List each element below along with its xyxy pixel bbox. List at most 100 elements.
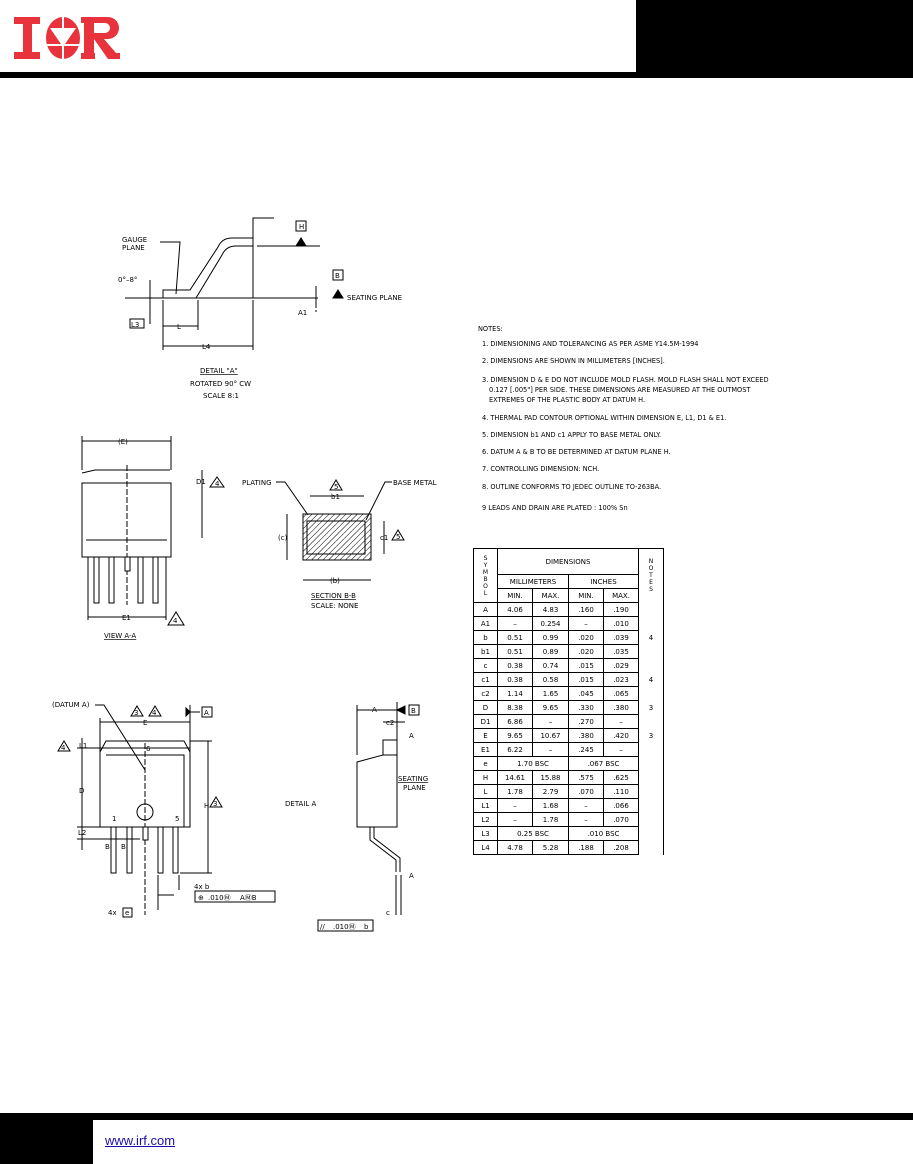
symbol-cell: L3 bbox=[473, 826, 498, 841]
max-header: MAX. bbox=[603, 588, 639, 603]
value-cell: – bbox=[497, 616, 533, 631]
note-item: 4. THERMAL PAD CONTOUR OPTIONAL WITHIN D… bbox=[482, 414, 727, 422]
pin-5-label: 5 bbox=[175, 815, 179, 823]
value-cell: .065 bbox=[603, 686, 639, 701]
top-view: (DATUM A) 3 4 4 3 A E L1 D L2 H 1 5 6 B … bbox=[52, 701, 276, 918]
section-bb-scale: SCALE: NONE bbox=[311, 602, 358, 610]
value-cell: 15.88 bbox=[532, 770, 569, 785]
value-cell: .010 bbox=[603, 616, 639, 631]
plating-label: PLATING bbox=[242, 479, 272, 487]
seating-label: SEATING bbox=[398, 775, 428, 783]
table-row: L2–1.78–.070 bbox=[473, 812, 664, 827]
symbol-cell: c bbox=[473, 658, 498, 673]
detail-a-rotated: ROTATED 90° CW bbox=[190, 380, 251, 388]
plane-label: PLANE bbox=[403, 784, 426, 792]
gauge-plane-label-2: PLANE bbox=[122, 244, 145, 252]
d-label: D bbox=[79, 787, 84, 795]
value-cell: .010 BSC bbox=[568, 826, 639, 841]
symbol-cell: L4 bbox=[473, 840, 498, 855]
note-4-marker: 4 bbox=[152, 709, 157, 717]
note-3-marker: 3 bbox=[134, 709, 138, 717]
view-aa-title: VIEW A-A bbox=[104, 632, 136, 640]
value-cell: .575 bbox=[568, 770, 604, 785]
note-item: 8. OUTLINE CONFORMS TO JEDEC OUTLINE TO-… bbox=[482, 483, 662, 491]
notes-cell bbox=[638, 812, 664, 827]
website-link[interactable]: www.irf.com bbox=[105, 1133, 176, 1148]
notes-header: N O T E S bbox=[638, 548, 664, 603]
dimensions-table: S Y M B O L DIMENSIONS N O T E S MILLIME… bbox=[473, 548, 664, 855]
table-row: A1–0.254–.010 bbox=[473, 616, 664, 631]
side-view: A B c2 A A DETAIL A SEATING PLANE c // .… bbox=[285, 702, 428, 932]
value-cell: 1.78 bbox=[532, 812, 569, 827]
l4-label: L4 bbox=[202, 343, 211, 351]
note-5-marker: 5 bbox=[334, 483, 338, 491]
note-item: 7. CONTROLLING DIMENSION: NCH. bbox=[482, 465, 600, 473]
view-aa: (E) D1 4 4 E1 VIEW A-A bbox=[81, 436, 225, 640]
value-cell: .066 bbox=[603, 798, 639, 813]
value-cell: .208 bbox=[603, 840, 639, 855]
datum-b-label: B bbox=[335, 272, 340, 280]
note-item: 5. DIMENSION b1 AND c1 APPLY TO BASE MET… bbox=[482, 431, 662, 439]
value-cell: 14.61 bbox=[497, 770, 533, 785]
value-cell: – bbox=[532, 742, 569, 757]
note-4-marker: 4 bbox=[61, 744, 66, 752]
value-cell: – bbox=[568, 798, 604, 813]
notes-cell bbox=[638, 798, 664, 813]
footer-rule bbox=[0, 1113, 913, 1120]
value-cell: 1.78 bbox=[497, 784, 533, 799]
header-rule bbox=[0, 72, 913, 78]
notes-cell bbox=[638, 756, 664, 771]
position-icon: ⊕ bbox=[198, 894, 204, 902]
section-a-label: A bbox=[409, 872, 414, 880]
e-box-label: e bbox=[125, 909, 129, 917]
gauge-plane-label-1: GAUGE bbox=[122, 236, 147, 244]
value-cell: .420 bbox=[603, 728, 639, 743]
value-cell: 0.38 bbox=[497, 672, 533, 687]
min-header: MIN. bbox=[568, 588, 604, 603]
notes-cell: 3 bbox=[638, 728, 664, 743]
value-cell: .015 bbox=[568, 658, 604, 673]
notes-cell: 4 bbox=[638, 672, 664, 687]
symbol-cell: L2 bbox=[473, 812, 498, 827]
symbol-header: S Y M B O L bbox=[473, 548, 498, 603]
note-item: 2. DIMENSIONS ARE SHOWN IN MILLIMETERS [… bbox=[482, 357, 665, 365]
base-metal-label: BASE METAL bbox=[393, 479, 437, 487]
note-item: 6. DATUM A & B TO BE DETERMINED AT DATUM… bbox=[482, 448, 671, 456]
note-item: 0.127 [.005"] PER SIDE. THESE DIMENSIONS… bbox=[489, 386, 751, 394]
value-cell: 1.65 bbox=[532, 686, 569, 701]
value-cell: – bbox=[497, 812, 533, 827]
value-cell: .380 bbox=[603, 700, 639, 715]
seating-plane-label: SEATING PLANE bbox=[347, 294, 402, 302]
detail-a-scale: SCALE 8:1 bbox=[203, 392, 239, 400]
note-item: 3. DIMENSION D & E DO NOT INCLUDE MOLD F… bbox=[482, 376, 769, 384]
value-cell: 4.06 bbox=[497, 602, 533, 617]
symbol-cell: D1 bbox=[473, 714, 498, 729]
value-cell: 0.58 bbox=[532, 672, 569, 687]
pin-6-label: 6 bbox=[146, 745, 151, 753]
four-x-label: 4x bbox=[108, 909, 117, 917]
value-cell: .330 bbox=[568, 700, 604, 715]
symbol-cell: E bbox=[473, 728, 498, 743]
value-cell: 9.65 bbox=[532, 700, 569, 715]
value-cell: .023 bbox=[603, 672, 639, 687]
value-cell: .070 bbox=[603, 812, 639, 827]
value-cell: 5.28 bbox=[532, 840, 569, 855]
l3-label: L3 bbox=[131, 321, 139, 329]
table-row: L1–1.68–.066 bbox=[473, 798, 664, 813]
datum-h-label: H bbox=[299, 223, 304, 231]
b-paren-label: (b) bbox=[330, 577, 340, 585]
angle-label: 0°–8° bbox=[118, 276, 137, 284]
value-cell: – bbox=[568, 812, 604, 827]
value-cell: 4.78 bbox=[497, 840, 533, 855]
note-4-marker: 4 bbox=[173, 617, 178, 625]
parallelism-icon: // bbox=[320, 923, 325, 931]
